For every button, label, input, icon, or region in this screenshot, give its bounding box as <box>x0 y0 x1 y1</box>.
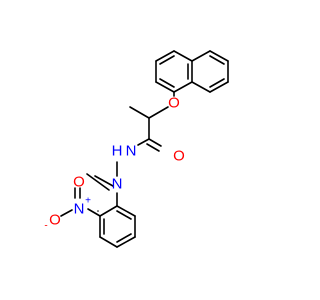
nitro-oxygen-left-label: O <box>49 212 61 229</box>
nitro-oxygen-upper-label: O <box>73 174 85 191</box>
carbonyl-oxygen-label: O <box>173 148 185 165</box>
ether-oxygen-label: O <box>168 95 180 112</box>
hydrazone-linkage <box>86 161 118 191</box>
imine-nitrogen-label: N <box>112 176 123 193</box>
molecule-canvas: O O N H N N + O O - <box>44 50 229 248</box>
amide-hydrogen-label: H <box>112 143 123 160</box>
benzene-ring <box>97 192 136 248</box>
structure-diagram: O O N H N N + O O - <box>44 50 229 248</box>
nitro-oxygen-charge: - <box>44 221 47 232</box>
naphthalene-ring-a <box>155 50 193 93</box>
amide-nitrogen-label: N <box>126 143 137 160</box>
nitro-group <box>60 187 101 217</box>
nitro-nitrogen-charge: + <box>85 196 91 207</box>
naphthalene-ring-b <box>191 50 229 93</box>
ether-chain <box>129 91 175 152</box>
nitro-nitrogen-label: N <box>74 201 85 218</box>
